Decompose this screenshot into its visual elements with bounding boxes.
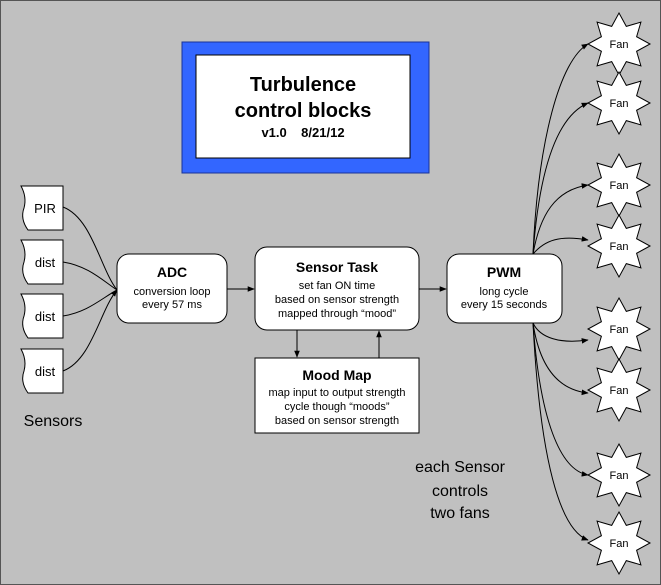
mood-map-line: cycle though “moods” xyxy=(284,401,389,413)
fan-label: Fan xyxy=(610,385,629,397)
fan-star-icon xyxy=(586,510,652,576)
pwm-box xyxy=(446,253,563,324)
sensor-task-line: mapped through “mood” xyxy=(278,308,396,320)
sensor-label: dist xyxy=(35,255,56,270)
pwm-block: PWM long cycle every 15 seconds xyxy=(446,253,563,324)
fan-label: Fan xyxy=(610,241,629,253)
wire-fan-1 xyxy=(532,43,589,255)
wire-sensor-1 xyxy=(62,206,118,291)
note-line: each Sensor xyxy=(415,459,506,476)
wire-fan-3 xyxy=(532,183,589,255)
sensor-task-line: set fan ON time xyxy=(299,280,375,292)
fan-star-icon xyxy=(586,70,652,136)
sensor-label: dist xyxy=(35,309,56,324)
sensor-task-block: Sensor Task set fan ON time based on sen… xyxy=(254,246,420,331)
fan-star-icon xyxy=(586,357,652,423)
sensors-group-label: Sensors xyxy=(24,413,83,430)
sensor-shape xyxy=(20,185,64,231)
sensor-task-line: based on sensor strength xyxy=(275,294,399,306)
mood-map-block: Mood Map map input to output strength cy… xyxy=(254,357,420,434)
fan-label: Fan xyxy=(610,324,629,336)
pwm-line: every 15 seconds xyxy=(461,299,548,311)
adc-title: ADC xyxy=(157,264,187,280)
wire-fan-7 xyxy=(532,322,589,477)
fan-item: Fan xyxy=(586,152,652,218)
adc-block: ADC conversion loop every 57 ms xyxy=(116,253,228,324)
wire-sensor-4 xyxy=(62,289,118,372)
sensor-wires xyxy=(62,206,118,372)
sensor-list: PIR dist dist dist xyxy=(20,185,64,394)
fan-item: Fan xyxy=(586,357,652,423)
fan-label: Fan xyxy=(610,180,629,192)
pwm-title: PWM xyxy=(487,264,521,280)
mood-map-title: Mood Map xyxy=(302,367,371,383)
fan-note: each Sensor controls two fans xyxy=(415,459,506,522)
fan-item: Fan xyxy=(586,11,652,77)
pwm-line: long cycle xyxy=(480,286,529,298)
fan-item: Fan xyxy=(586,296,652,362)
fan-wires xyxy=(532,43,589,541)
adc-line: every 57 ms xyxy=(142,299,202,311)
adc-line: conversion loop xyxy=(133,286,210,298)
fan-label: Fan xyxy=(610,98,629,110)
wire-fan-6 xyxy=(532,322,589,396)
sensor-label: PIR xyxy=(34,201,56,216)
wire-fan-2 xyxy=(532,102,589,255)
note-line: two fans xyxy=(430,505,490,522)
fan-label: Fan xyxy=(610,470,629,482)
mood-map-box xyxy=(254,357,420,434)
sensor-task-title: Sensor Task xyxy=(296,259,378,275)
sensor-item: dist xyxy=(20,239,64,285)
sensor-item: dist xyxy=(20,293,64,339)
fan-item: Fan xyxy=(586,213,652,279)
title-version: v1.0 8/21/12 xyxy=(261,125,344,140)
title-line-2: control blocks xyxy=(235,100,372,122)
fan-item: Fan xyxy=(586,70,652,136)
wire-sensor-2 xyxy=(62,261,118,291)
fan-star-icon xyxy=(586,213,652,279)
sensor-item: PIR xyxy=(20,185,64,231)
block-connectors xyxy=(227,286,447,358)
wire-fan-4 xyxy=(532,236,589,255)
sensor-label: dist xyxy=(35,364,56,379)
mood-map-line: based on sensor strength xyxy=(275,415,399,427)
fan-label: Fan xyxy=(610,538,629,550)
mood-map-line: map input to output strength xyxy=(269,387,406,399)
note-line: controls xyxy=(432,483,488,500)
sensor-shape xyxy=(20,239,64,285)
fan-star-icon xyxy=(586,442,652,508)
sensor-shape xyxy=(20,293,64,339)
fan-label: Fan xyxy=(610,39,629,51)
title-block: Turbulence control blocks v1.0 8/21/12 xyxy=(181,41,430,174)
title-panel xyxy=(195,54,411,159)
fan-item: Fan xyxy=(586,510,652,576)
fan-item: Fan xyxy=(586,442,652,508)
title-line-1: Turbulence xyxy=(250,74,356,96)
sensor-item: dist xyxy=(20,348,64,394)
sensor-shape xyxy=(20,348,64,394)
wire-fan-8 xyxy=(532,322,589,541)
wire-fan-5 xyxy=(532,322,589,344)
